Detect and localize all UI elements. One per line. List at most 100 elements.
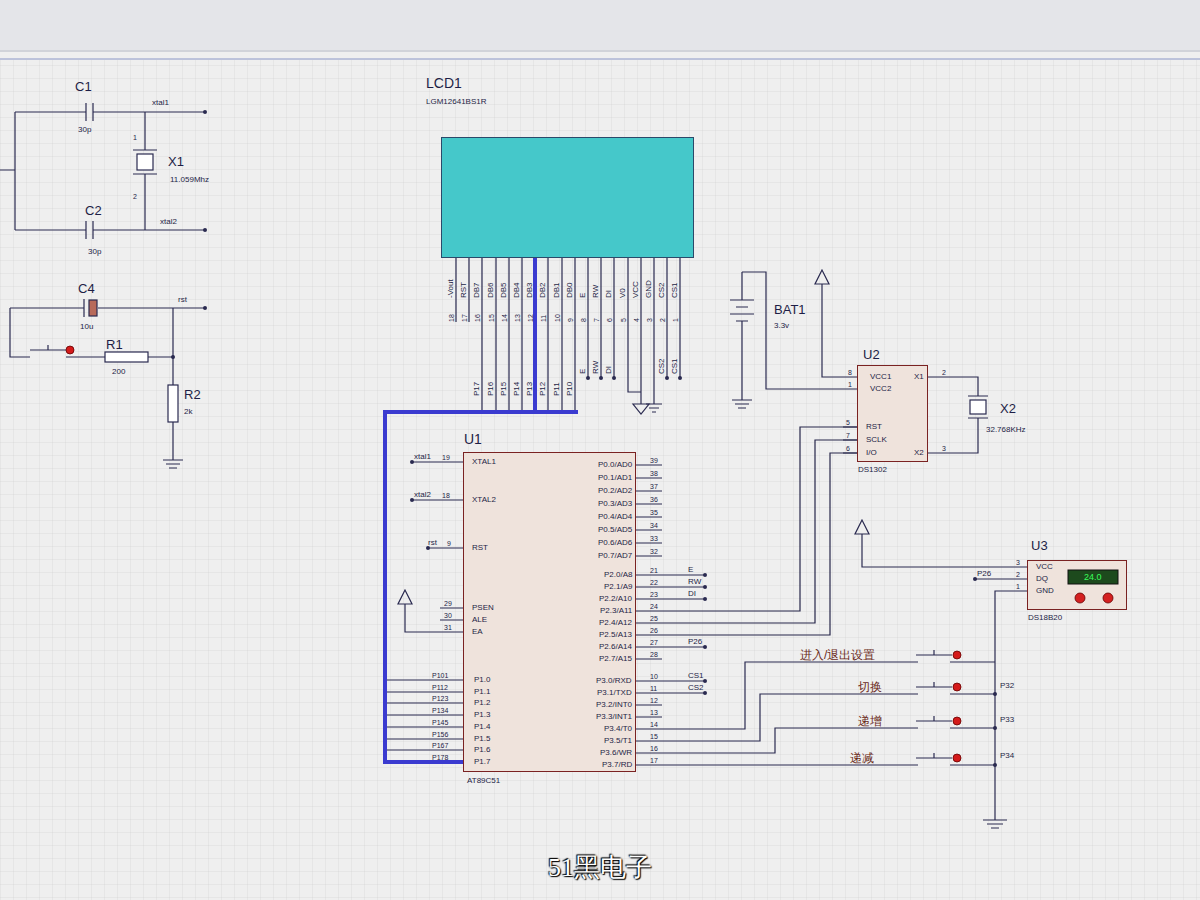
pin-number: 11 — [650, 685, 657, 692]
pin-number: 1 — [672, 318, 679, 322]
pin-name: VCC — [632, 281, 640, 298]
pin-number: 2 — [1016, 571, 1020, 578]
net-label: CS1 — [688, 672, 704, 680]
net-label: P26 — [977, 570, 991, 578]
resistor-symbol — [105, 352, 148, 362]
net-label: xtal1 — [152, 99, 169, 107]
capacitor-symbol — [10, 299, 205, 317]
wire-end — [599, 376, 603, 380]
pin-number: 1 — [1016, 583, 1020, 590]
wire-end — [410, 460, 414, 464]
net-label: CS2 — [658, 358, 666, 374]
part-reference: R1 — [106, 338, 123, 351]
pin-number: 35 — [650, 509, 658, 516]
pin-name: P1.3 — [474, 711, 490, 719]
wire-end — [703, 597, 707, 601]
button-label: 递增 — [858, 715, 882, 727]
pin-name: P0.4/AD4 — [598, 513, 632, 521]
pin-number: 4 — [633, 318, 640, 322]
part-value: DS1302 — [858, 466, 887, 474]
pin-number: 32 — [650, 548, 658, 555]
wire — [636, 453, 857, 635]
pin-name: P2.0/A8 — [604, 571, 632, 579]
pin-number: 38 — [650, 470, 658, 477]
pin-number: 18 — [442, 492, 450, 499]
pin-name: GND — [1036, 587, 1054, 595]
part-reference: C2 — [85, 204, 102, 217]
pin-number: 13 — [650, 709, 658, 716]
part-reference: X1 — [168, 155, 184, 168]
part-value: AT89C51 — [467, 777, 500, 785]
pin-name: RST — [866, 423, 882, 431]
pin-number: 12 — [527, 314, 534, 322]
net-label: P123 — [432, 695, 448, 702]
pin-number: 22 — [650, 579, 658, 586]
ground-symbol — [633, 392, 649, 414]
pin-name: XTAL1 — [472, 458, 496, 466]
pin-name: RST — [472, 544, 488, 552]
pin-number: 12 — [650, 697, 658, 704]
part-value: 3.3v — [774, 322, 789, 330]
part-reference: LCD1 — [426, 76, 462, 90]
net-label: CS1 — [671, 358, 679, 374]
wire-end — [203, 306, 207, 310]
pin-name: DI — [605, 290, 613, 298]
net-label: xtal1 — [414, 453, 431, 461]
pin-number: 3 — [1016, 559, 1020, 566]
pin-name: P3.6/WR — [600, 749, 632, 757]
pin-stub — [636, 465, 662, 556]
wire-end — [586, 376, 590, 380]
part-value: 200 — [112, 368, 125, 376]
pin-number: 29 — [444, 600, 452, 607]
data-bus — [385, 258, 535, 762]
net-label: E — [579, 369, 587, 374]
watermark: 51黑电子 — [548, 855, 652, 881]
wire-end — [665, 376, 669, 380]
net-label: RW — [592, 361, 600, 374]
junction-dot — [993, 726, 997, 730]
button-label: 递减 — [850, 752, 874, 764]
pin-number: 17 — [650, 757, 658, 764]
lcd-screen — [441, 137, 694, 258]
pin-number: 3 — [942, 445, 946, 452]
wire — [0, 112, 15, 230]
wiring — [0, 103, 1027, 828]
pin-name: P2.7/A15 — [599, 655, 632, 663]
pin-number: 7 — [846, 432, 850, 439]
pin-name: X1 — [914, 373, 924, 381]
button-indicator — [66, 346, 74, 354]
pin-number: 10 — [554, 314, 561, 322]
junction-dot — [993, 763, 997, 767]
net-label: P34 — [1000, 752, 1014, 760]
pin-number: 2 — [942, 369, 946, 376]
sheet-border — [0, 59, 1200, 60]
pin-name: P1.0 — [474, 676, 490, 684]
net-label: P112 — [432, 684, 448, 691]
net-label: RW — [688, 578, 701, 586]
pin-name: I/O — [866, 449, 877, 457]
pin-name: P0.6/AD6 — [598, 539, 632, 547]
wire-end — [703, 573, 707, 577]
pin-name: DB4 — [513, 282, 521, 298]
button-label: 切换 — [858, 681, 882, 693]
net-label: P15 — [500, 382, 508, 396]
pin-number: 18 — [448, 314, 455, 322]
pin-number: 37 — [650, 483, 658, 490]
pin-number: 14 — [501, 314, 508, 322]
pin-name: P3.0/RXD — [596, 677, 632, 685]
pin-number: 8 — [580, 318, 587, 322]
part-value: LGM12641BS1R — [426, 98, 486, 106]
pin-name: P2.6/A14 — [599, 643, 632, 651]
power-terminal — [855, 520, 1027, 567]
part-reference: BAT1 — [774, 303, 806, 316]
resistor-symbol — [168, 385, 178, 422]
pin-name: SCLK — [866, 436, 887, 444]
net-label: P145 — [432, 719, 448, 726]
chip-body — [1027, 560, 1127, 610]
sensor-button — [1075, 593, 1085, 603]
pin-number: 36 — [650, 496, 658, 503]
net-label: P32 — [1000, 682, 1014, 690]
pin-number: 5 — [620, 318, 627, 322]
junction-dot — [171, 355, 175, 359]
